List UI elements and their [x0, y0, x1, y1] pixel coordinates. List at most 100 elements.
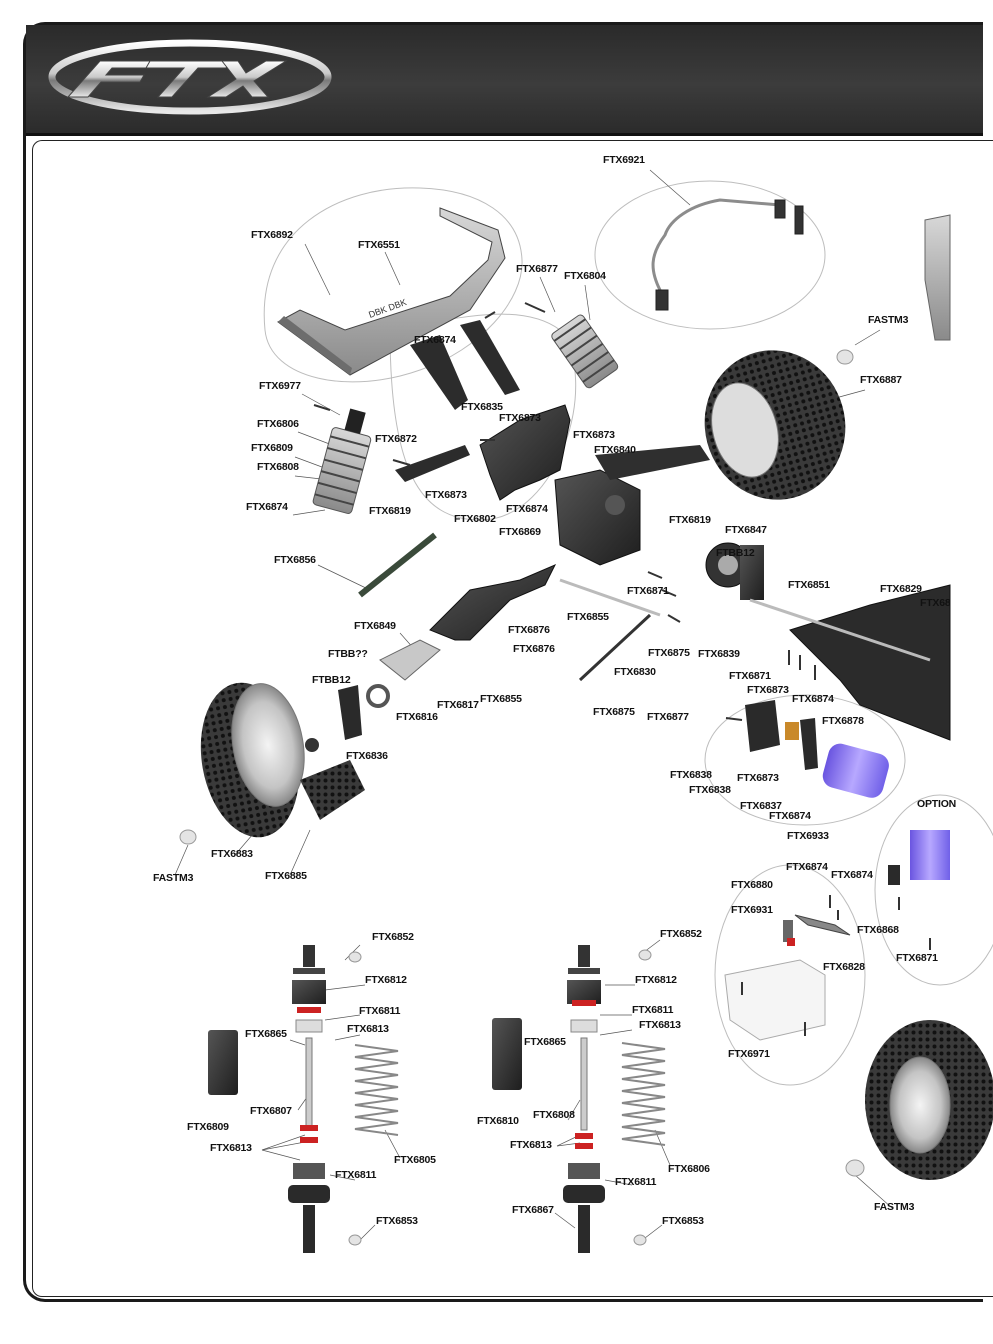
- shock-exploded-left: [208, 945, 399, 1253]
- rear-wing: DBK DBK: [277, 207, 506, 376]
- rear-tire-bottom: [865, 1020, 993, 1180]
- part-label: FTX6873: [747, 684, 789, 696]
- part-label: FTX6892: [251, 229, 293, 241]
- part-label: FTX6812: [635, 974, 677, 986]
- part-label: FTX6933: [787, 830, 829, 842]
- part-label: FASTM3: [868, 314, 909, 326]
- part-label: FTX6872: [375, 433, 417, 445]
- part-label: FTX6838: [689, 784, 731, 796]
- servo-group-outline: [714, 864, 866, 1086]
- part-label: FTX6869: [499, 526, 541, 538]
- part-label: FTX6865: [245, 1028, 287, 1040]
- servo-option: [888, 830, 950, 885]
- part-label: FTX6873: [499, 412, 541, 424]
- part-label: FTX6816: [396, 711, 438, 723]
- part-label: FTX6874: [506, 503, 548, 515]
- part-label: FTX6849: [354, 620, 396, 632]
- part-label: FTX6852: [660, 928, 702, 940]
- part-label: FTX6847: [725, 524, 767, 536]
- body-clips: [179, 349, 865, 1246]
- part-label: FTX6865: [524, 1036, 566, 1048]
- part-label: FTX6809: [187, 1121, 229, 1133]
- part-label: FTX6874: [786, 861, 828, 873]
- part-label: FTX6873: [573, 429, 615, 441]
- part-label: FTX6808: [257, 461, 299, 473]
- part-label: FTX6811: [615, 1176, 657, 1188]
- part-label: FTX6878: [822, 715, 864, 727]
- part-label: FTX6829: [880, 583, 922, 595]
- part-label: FTX6887: [860, 374, 902, 386]
- part-label: FTX6885: [265, 870, 307, 882]
- part-label: FTX6874: [246, 501, 288, 513]
- body-shell-fragment: [924, 214, 951, 341]
- part-label: FTX6883: [211, 848, 253, 860]
- part-label: FTX6836: [346, 750, 388, 762]
- wing-group-outline: [263, 187, 523, 383]
- part-label: FTX6802: [454, 513, 496, 525]
- part-label: FTX6874: [792, 693, 834, 705]
- part-label: FTBB12: [312, 674, 351, 686]
- part-label: FASTM3: [874, 1201, 915, 1213]
- part-label: FTX6810: [477, 1115, 519, 1127]
- part-label: FTBB12: [716, 547, 755, 559]
- motor-mount: [745, 700, 889, 798]
- part-label: FTX6804: [564, 270, 606, 282]
- part-label: FTX6875: [593, 706, 635, 718]
- part-label: FTX68: [920, 597, 951, 609]
- part-label: FTX6813: [210, 1142, 252, 1154]
- part-label: FTX6874: [414, 334, 456, 346]
- part-label: FTX6977: [259, 380, 301, 392]
- part-label: FTX6851: [788, 579, 830, 591]
- option-group-outline: [874, 794, 993, 986]
- part-label: FTX6830: [614, 666, 656, 678]
- part-label: FTX6812: [365, 974, 407, 986]
- part-label: FTX6880: [731, 879, 773, 891]
- part-label: FTX6877: [516, 263, 558, 275]
- part-label: FTX6811: [632, 1004, 674, 1016]
- part-label: FTBB??: [328, 648, 368, 660]
- sway-bar: [651, 198, 804, 311]
- part-label: FTX6805: [394, 1154, 436, 1166]
- sway-bar-group-outline: [594, 180, 826, 330]
- part-label: FTX6873: [425, 489, 467, 501]
- part-label: FTX6873: [737, 772, 779, 784]
- part-label: FTX6852: [372, 931, 414, 943]
- exploded-view-drawing: DBK DBK: [174, 169, 993, 1253]
- ftx-logo: [48, 39, 332, 115]
- part-label: FTX6931: [731, 904, 773, 916]
- part-label: FTX6871: [729, 670, 771, 682]
- rear-shock: [551, 314, 619, 389]
- part-label: FTX6971: [728, 1048, 770, 1060]
- part-label: FTX6551: [358, 239, 400, 251]
- part-label: FTX6817: [437, 699, 479, 711]
- part-label: FTX6808: [533, 1109, 575, 1121]
- part-label: FTX6875: [648, 647, 690, 659]
- part-label: FTX6813: [639, 1019, 681, 1031]
- receiver-box: [724, 959, 826, 1041]
- part-label: FTX6855: [567, 611, 609, 623]
- part-label: OPTION: [917, 798, 957, 810]
- part-label: FTX6837: [740, 800, 782, 812]
- part-label: FTX6838: [670, 769, 712, 781]
- part-label: FTX6871: [896, 952, 938, 964]
- part-label: FTX6809: [251, 442, 293, 454]
- part-label: FTX6819: [369, 505, 411, 517]
- gearbox: [554, 445, 710, 566]
- motor-mount-group-outline: [704, 694, 906, 826]
- shock-exploded-right: [492, 945, 666, 1253]
- part-label: FTX6807: [250, 1105, 292, 1117]
- shock-tower: [395, 320, 571, 501]
- part-label: FTX6806: [668, 1163, 710, 1175]
- part-label: FTX6806: [257, 418, 299, 430]
- part-label: FTX6868: [857, 924, 899, 936]
- part-label: FTX6853: [376, 1215, 418, 1227]
- part-label: FTX6835: [461, 401, 503, 413]
- part-label: FTX6856: [274, 554, 316, 566]
- content-panel: [32, 140, 993, 1297]
- front-shock: [312, 408, 372, 514]
- part-label: FTX6819: [669, 514, 711, 526]
- part-label: FTX6871: [627, 585, 669, 597]
- part-label: FTX6840: [594, 444, 636, 456]
- part-label: FTX6855: [480, 693, 522, 705]
- part-label: FTX6813: [347, 1023, 389, 1035]
